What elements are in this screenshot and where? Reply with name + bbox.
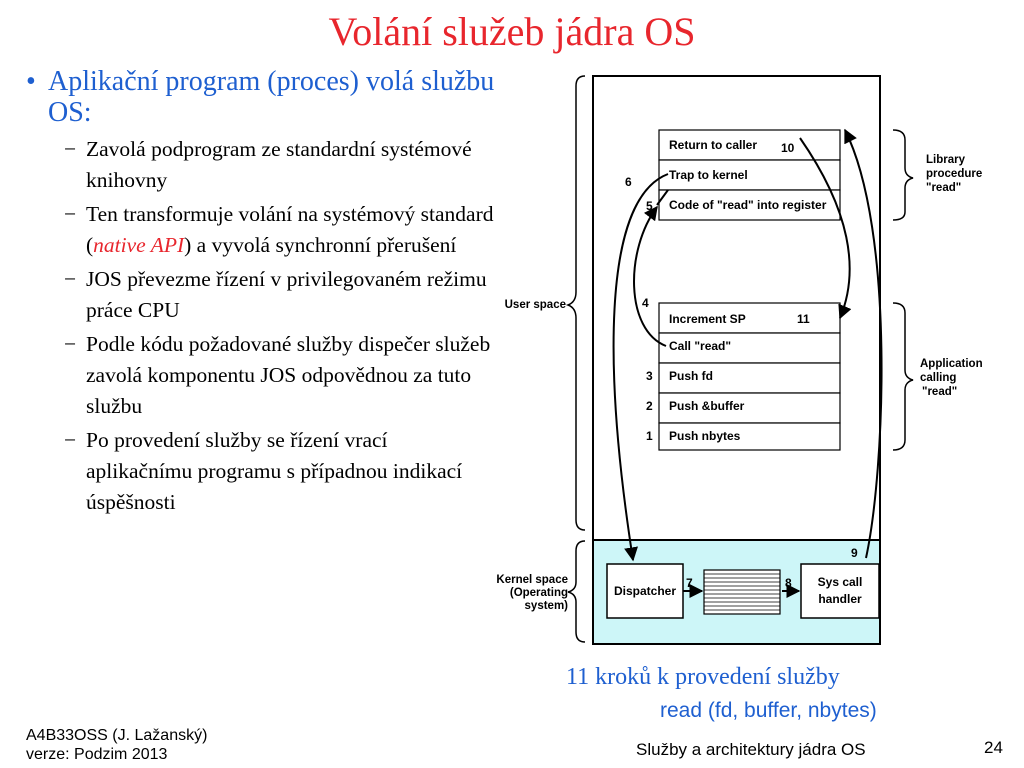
bullet-list: • Aplikační program (proces) volá službu… bbox=[26, 66, 496, 521]
sub-bullet: −JOS převezme řízení v privilegovaném re… bbox=[64, 264, 496, 326]
step-11: 11 bbox=[797, 312, 810, 326]
application-brace bbox=[892, 302, 914, 451]
app-box bbox=[658, 392, 841, 424]
push-nbytes-label: Push nbytes bbox=[669, 429, 741, 443]
dispatch-table bbox=[703, 569, 781, 615]
step-7: 7 bbox=[686, 576, 693, 590]
step-8: 8 bbox=[785, 576, 792, 590]
main-bullet: • Aplikační program (proces) volá službu… bbox=[26, 66, 496, 128]
application-stack: Increment SP Call "read" Push fd Push &b… bbox=[658, 302, 841, 451]
footer-course: A4B33OSS (J. Lažanský) bbox=[26, 727, 208, 744]
sub-bullet: −Ten transformuje volání na systémový st… bbox=[64, 199, 496, 261]
main-bullet-text: Aplikační program (proces) volá službu O… bbox=[48, 66, 495, 128]
step-6: 6 bbox=[625, 175, 632, 189]
footer-left: A4B33OSS (J. Lažanský) verze: Podzim 201… bbox=[26, 726, 207, 764]
bullet-dot-icon: • bbox=[26, 66, 36, 97]
sub-bullet-list: −Zavolá podprogram ze standardní systémo… bbox=[64, 134, 496, 518]
sub-bullet: −Podle kódu požadované služby dispečer s… bbox=[64, 329, 496, 422]
library-box bbox=[658, 129, 841, 161]
sub-bullet-text: Po provedení služby se řízení vrací apli… bbox=[86, 428, 463, 514]
dispatcher-label: Dispatcher bbox=[614, 584, 676, 598]
arrow-4 bbox=[633, 205, 667, 347]
user-space-label: User space bbox=[505, 299, 566, 311]
footer-center: Služby a architektury jádra OS bbox=[636, 740, 866, 759]
sub-bullet-text: JOS převezme řízení v privilegovaném rež… bbox=[86, 267, 487, 322]
sub-bullet-text: Zavolá podprogram ze standardní systémov… bbox=[86, 137, 472, 192]
trap-to-kernel-label: Trap to kernel bbox=[669, 168, 748, 182]
sys-call-handler-label-1: Sys call bbox=[818, 575, 863, 589]
sub-bullet-text: Ten transformuje volání na systémový sta… bbox=[86, 199, 496, 261]
library-box bbox=[658, 159, 841, 191]
arrow-10 bbox=[799, 137, 852, 320]
sub-bullet-text-before: Ten transformuje volání na systémový sta… bbox=[86, 202, 494, 257]
dash-icon: − bbox=[64, 428, 77, 452]
call-read-label: Call "read" bbox=[669, 339, 731, 353]
library-brace bbox=[892, 129, 914, 221]
step-4: 4 bbox=[642, 296, 649, 310]
step-3: 3 bbox=[646, 369, 653, 383]
arrow-9 bbox=[844, 128, 883, 559]
braces bbox=[565, 75, 914, 643]
sub-bullet: −Po provedení služby se řízení vrací apl… bbox=[64, 425, 496, 518]
dash-icon: − bbox=[64, 332, 77, 356]
native-api-emphasis: native API bbox=[93, 233, 185, 257]
sys-call-handler-box bbox=[800, 563, 880, 619]
step-2: 2 bbox=[646, 399, 653, 413]
sub-bullet: −Zavolá podprogram ze standardní systémo… bbox=[64, 134, 496, 196]
dash-icon: − bbox=[64, 267, 77, 291]
step-1: 1 bbox=[646, 429, 653, 443]
library-label-3: "read" bbox=[926, 182, 961, 194]
kernel-space-label-2: (Operating bbox=[510, 587, 568, 599]
page-number: 24 bbox=[984, 738, 1003, 757]
code-into-register-label: Code of "read" into register bbox=[669, 198, 827, 212]
footer-version: verze: Podzim 2013 bbox=[26, 746, 168, 763]
increment-sp-label: Increment SP bbox=[669, 312, 746, 326]
app-box bbox=[658, 302, 841, 334]
dispatcher-box bbox=[606, 563, 684, 619]
caption-call: read (fd, buffer, nbytes) bbox=[660, 699, 877, 722]
syscall-diagram: Return to caller Trap to kernel Code of … bbox=[496, 75, 983, 645]
arrow-5 bbox=[656, 189, 669, 206]
slide-title: Volání služeb jádra OS bbox=[328, 9, 696, 54]
step-5: 5 bbox=[646, 199, 653, 213]
dash-icon: − bbox=[64, 202, 77, 226]
step-9: 9 bbox=[851, 546, 858, 560]
return-to-caller-label: Return to caller bbox=[669, 138, 757, 152]
app-box bbox=[658, 422, 841, 451]
kernel-space-label-1: Kernel space bbox=[496, 574, 568, 586]
application-label-2: calling bbox=[920, 372, 956, 384]
kernel-space-brace bbox=[567, 540, 586, 643]
library-label-1: Library bbox=[926, 154, 966, 166]
library-stack: Return to caller Trap to kernel Code of … bbox=[658, 129, 841, 221]
kernel-space-label-3: system) bbox=[525, 600, 569, 612]
user-space-brace bbox=[565, 75, 586, 531]
sub-bullet-text-after: ) a vyvolá synchronní přerušení bbox=[184, 233, 457, 257]
application-label-3: "read" bbox=[922, 386, 957, 398]
library-label-2: procedure bbox=[926, 168, 982, 180]
library-box bbox=[658, 189, 841, 221]
caption-steps: 11 kroků k provedení služby bbox=[566, 664, 840, 690]
control-flow-arrows bbox=[612, 128, 883, 598]
sub-bullet-text: Podle kódu požadované služby dispečer sl… bbox=[86, 332, 491, 418]
arrow-6 bbox=[612, 173, 669, 562]
push-buffer-label: Push &buffer bbox=[669, 399, 745, 413]
dash-icon: − bbox=[64, 137, 77, 161]
push-fd-label: Push fd bbox=[669, 369, 713, 383]
sys-call-handler-label-2: handler bbox=[818, 592, 862, 606]
application-label-1: Application bbox=[920, 358, 983, 370]
step-10: 10 bbox=[781, 141, 795, 155]
